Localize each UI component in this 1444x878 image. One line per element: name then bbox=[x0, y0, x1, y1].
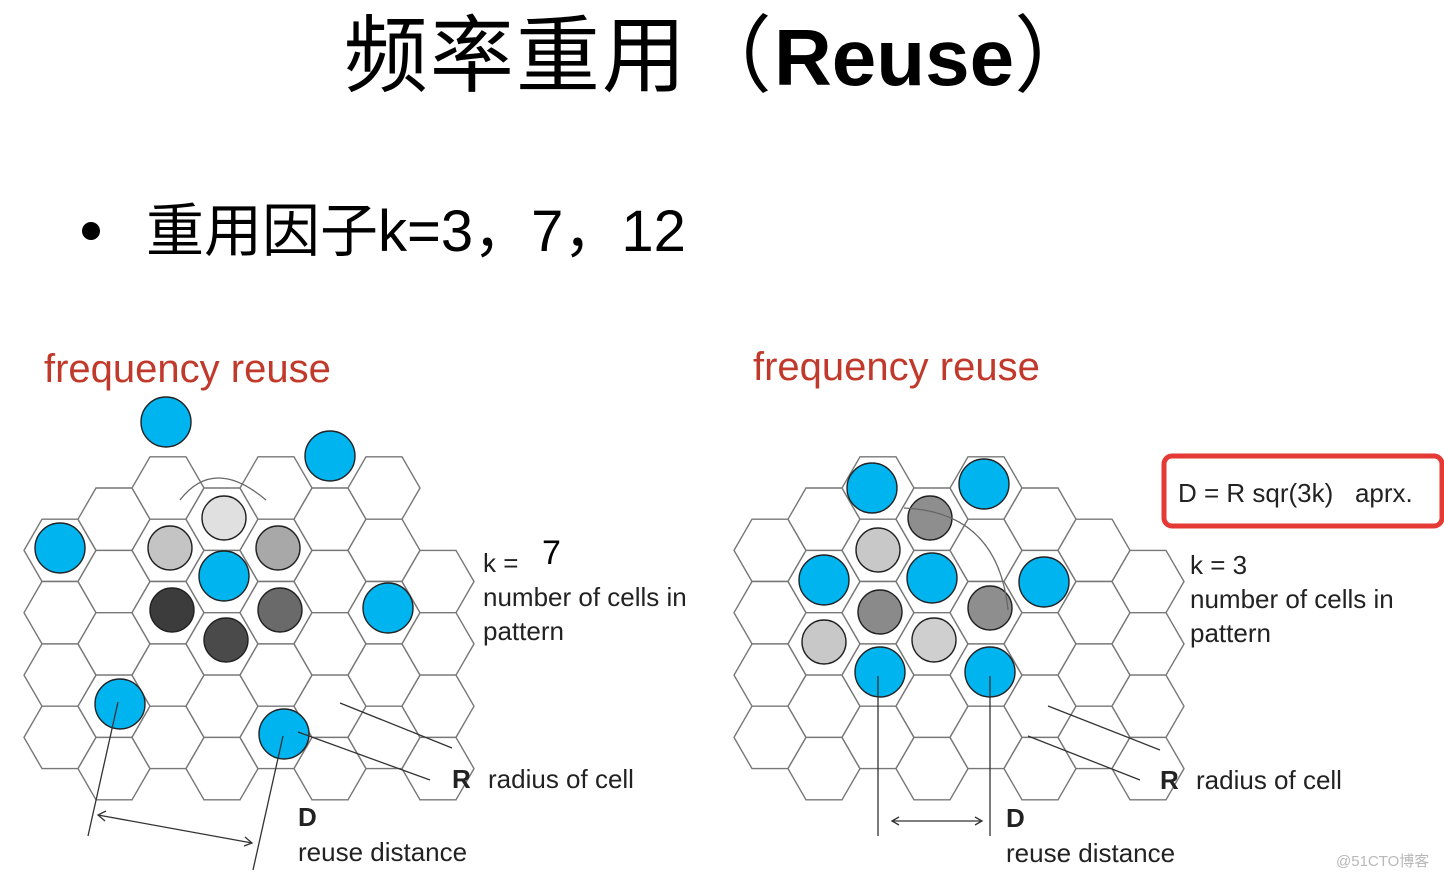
left-r-symbol: R bbox=[452, 764, 471, 794]
left-cluster-cell bbox=[255, 525, 301, 571]
slide-title-latin: Reuse bbox=[773, 13, 1015, 102]
left-d-text: reuse distance bbox=[298, 837, 467, 867]
right-cluster-cell bbox=[907, 495, 953, 541]
right-cochannel-cell bbox=[798, 554, 850, 606]
bullet-reuse-factor: 重用因子k=3，7，12 bbox=[82, 196, 686, 266]
watermark: @51CTO博客 bbox=[1336, 853, 1429, 870]
right-r-symbol: R bbox=[1160, 765, 1179, 795]
right-diagram-title: frequency reuse bbox=[753, 345, 1040, 389]
right-annotation-lines bbox=[179, 477, 1161, 836]
left-cluster-cell bbox=[257, 587, 303, 633]
right-hex-grid bbox=[733, 456, 1185, 801]
left-cochannel-cell bbox=[304, 430, 356, 482]
right-desc-line1: number of cells in bbox=[1190, 584, 1394, 614]
formula-highlight-box bbox=[1161, 453, 1444, 529]
right-cochannel-cell bbox=[958, 458, 1010, 510]
right-cluster-cell bbox=[857, 589, 903, 635]
bullet-text: 重用因子k=3，7，12 bbox=[146, 196, 686, 267]
left-cochannel-cell bbox=[94, 678, 146, 730]
right-formula: D = R sqr(3k) aprx. bbox=[1178, 478, 1413, 508]
right-cochannel-cell bbox=[846, 462, 898, 514]
left-cochannel-cell bbox=[362, 582, 414, 634]
left-cluster-cell bbox=[149, 587, 195, 633]
right-cluster-cell bbox=[801, 619, 847, 665]
right-r-text: radius of cell bbox=[1196, 765, 1342, 795]
left-desc-line2: pattern bbox=[483, 616, 564, 646]
left-d-symbol: D bbox=[298, 802, 317, 832]
left-cluster-cell bbox=[147, 525, 193, 571]
right-cluster-cell bbox=[911, 617, 957, 663]
left-desc-line1: number of cells in bbox=[483, 582, 687, 612]
left-cluster-cell bbox=[201, 495, 247, 541]
bullet-values: k=3，7，12 bbox=[378, 198, 686, 264]
left-annotation-lines bbox=[87, 701, 453, 871]
bullet-icon bbox=[82, 222, 100, 240]
left-cochannel-cell bbox=[140, 396, 192, 448]
right-cochannel-cell bbox=[854, 646, 906, 698]
right-k-text: k = 3 bbox=[1190, 550, 1247, 580]
bullet-label: 重用因子 bbox=[146, 196, 379, 265]
slide-title-cn: 频率重用（ bbox=[343, 7, 774, 105]
left-k-label: k = bbox=[483, 548, 518, 578]
right-cochannel-cell bbox=[906, 552, 958, 604]
slide-title-close: ） bbox=[1014, 7, 1101, 105]
left-r-text: radius of cell bbox=[488, 764, 634, 794]
right-d-symbol: D bbox=[1006, 803, 1025, 833]
right-cluster-cell bbox=[855, 527, 901, 573]
left-k-value: 7 bbox=[542, 534, 561, 572]
left-cochannel-cell bbox=[34, 522, 86, 574]
left-diagram-title: frequency reuse bbox=[44, 347, 331, 391]
right-desc-line2: pattern bbox=[1190, 618, 1271, 648]
left-cochannel-cell bbox=[258, 708, 310, 760]
left-cluster-cell bbox=[203, 617, 249, 663]
right-d-text: reuse distance bbox=[1006, 838, 1175, 868]
left-hex-cell bbox=[401, 736, 475, 801]
right-cluster-cell bbox=[967, 585, 1013, 631]
slide-title: 频率重用（Reuse） bbox=[0, 6, 1444, 108]
left-hex-grid bbox=[23, 396, 475, 801]
left-cochannel-cell bbox=[198, 550, 250, 602]
right-cochannel-cell bbox=[1018, 556, 1070, 608]
